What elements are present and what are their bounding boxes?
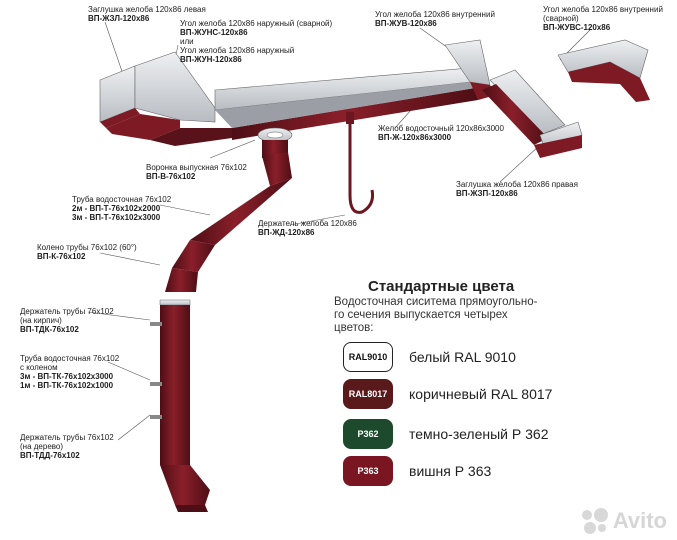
avito-logo-icon (581, 508, 608, 534)
swatch-name-p363: вишня Р 363 (409, 463, 492, 479)
swatch-chip-p362: P362 (343, 419, 393, 449)
end-cap-left-part (99, 65, 140, 128)
avito-watermark-text: Avito (612, 508, 667, 533)
vertical-pipe-part (150, 299, 210, 512)
gutter-part (214, 67, 478, 140)
avito-watermark: Avito (581, 508, 667, 534)
label-inner-corner-welded: Угол желоба 120х86 внутренний(сварной) В… (543, 5, 663, 32)
swatch-row-p363: P363 вишня Р 363 (343, 454, 491, 488)
outer-corner-part (106, 51, 232, 146)
swatch-chip-p363: P363 (343, 456, 393, 486)
label-elbow: Колено трубы 76х102 (60°)ВП-К-76х102 (37, 243, 137, 261)
gutter-holder-part (346, 112, 374, 214)
swatch-name-p362: темно-зеленый Р 362 (409, 426, 549, 442)
swatch-chip-ral8017: RAL8017 (343, 379, 393, 409)
label-outer-corner: Угол желоба 120х86 наружный (сварной)ВП-… (180, 19, 333, 64)
end-cap-right-part (534, 121, 583, 158)
swatch-name-ral9010: белый RAL 9010 (409, 349, 516, 365)
label-downpipe: Труба водосточная 76х102 2м - ВП-Т-76х10… (72, 195, 172, 222)
swatch-row-ral8017: RAL8017 коричневый RAL 8017 (343, 377, 552, 411)
inner-corner-welded-part (557, 39, 650, 102)
colors-title: Стандартные цвета (368, 278, 515, 295)
swatch-name-ral8017: коричневый RAL 8017 (409, 386, 553, 402)
label-pipe-holder-brick: Держатель трубы 76х102(на кирпич) ВП-ТДК… (20, 307, 114, 334)
swatch-row-p362: P362 темно-зеленый Р 362 (343, 417, 548, 451)
label-pipe-holder-wood: Держатель трубы 76х102(на дерево) ВП-ТДД… (20, 433, 114, 460)
swatch-chip-ral9010: RAL9010 (343, 342, 393, 372)
gutter-right-part (482, 69, 566, 145)
downpipe-part (165, 152, 292, 292)
swatch-row-ral9010: RAL9010 белый RAL 9010 (343, 340, 516, 374)
colors-intro: Водосточная сиситема прямоугольно- го се… (334, 296, 538, 334)
